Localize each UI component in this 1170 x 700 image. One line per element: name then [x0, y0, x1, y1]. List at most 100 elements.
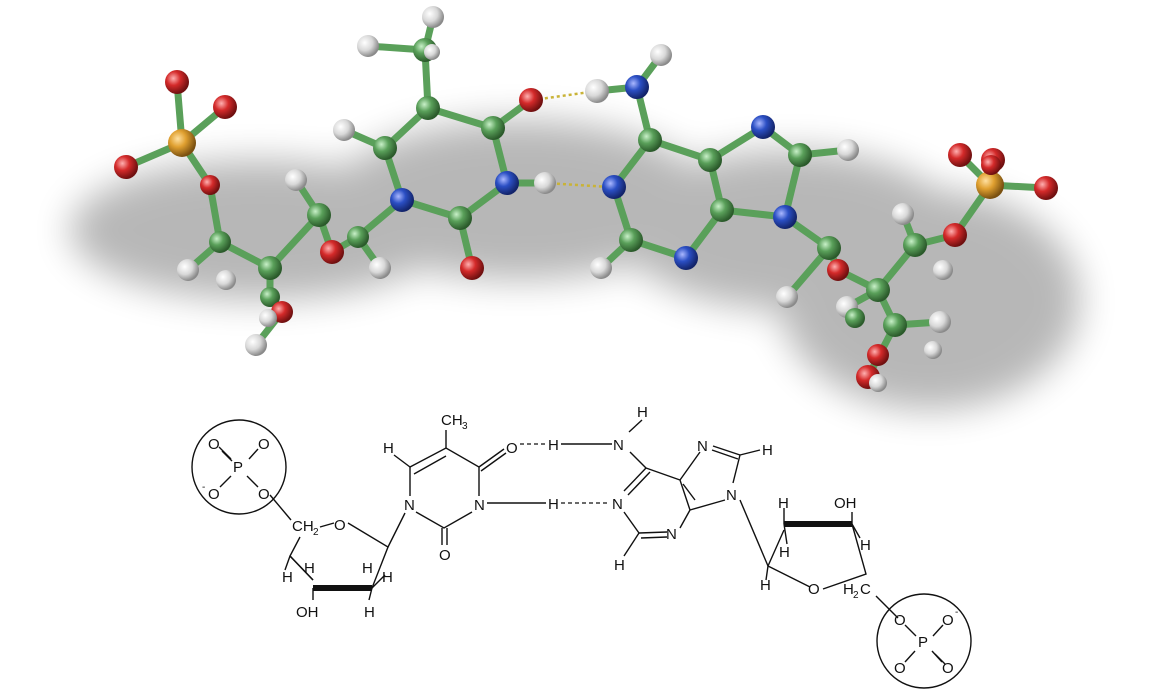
- right-phosphate-O-top-right: O: [942, 612, 954, 629]
- left-sugar-CH2-sub: 2: [313, 527, 319, 538]
- model-atom-carbon: [638, 128, 662, 152]
- model-bond: [266, 211, 323, 272]
- thymine-O2: O: [439, 547, 451, 564]
- right-sugar-CH2-C: C: [860, 581, 871, 598]
- left-sugar-H-c: H: [362, 560, 373, 577]
- adenine-N1: N: [612, 496, 623, 513]
- right-phosphate-circle: [876, 593, 972, 689]
- model-atom-hydrogen: [924, 341, 942, 359]
- model-atom-oxygen: [213, 95, 237, 119]
- model-atom-oxygen: [519, 88, 543, 112]
- thymine-methyl: CH: [441, 412, 463, 429]
- model-atom-hydrogen: [929, 311, 951, 333]
- model-atom-oxygen: [981, 155, 1001, 175]
- model-atom-carbon: [817, 236, 841, 260]
- adenine-imide-H: H: [548, 496, 559, 513]
- adenine-base: H N N N H N H N: [612, 404, 773, 574]
- model-atom-hydrogen: [333, 119, 355, 141]
- left-sugar-H-b: H: [304, 560, 315, 577]
- model-atom-nitrogen: [674, 246, 698, 270]
- left-phosphate-O-bottom-left: O: [208, 486, 220, 503]
- model-atom-oxygen: [948, 143, 972, 167]
- model-atom-hydrogen: [422, 6, 444, 28]
- model-atom-carbon: [619, 228, 643, 252]
- model-atom-carbon: [903, 233, 927, 257]
- model-atom-hydrogen: [776, 286, 798, 308]
- model-atom-hydrogen: [933, 260, 953, 280]
- left-phosphate-P: P: [233, 459, 243, 476]
- left-sugar-CH2: CH: [292, 518, 314, 535]
- model-atom-carbon: [698, 148, 722, 172]
- right-phosphate-group: P O O - O O: [876, 593, 972, 689]
- thymine-N3: N: [474, 497, 485, 514]
- thymine-methyl-sub: 3: [462, 421, 468, 432]
- model-atom-hydrogen: [585, 79, 609, 103]
- right-sugar: H O H OH H H H 2 C: [760, 495, 899, 619]
- model-atom-nitrogen: [495, 171, 519, 195]
- model-atom-carbon: [448, 206, 472, 230]
- model-atom-oxygen: [867, 344, 889, 366]
- right-sugar-H-d: H: [860, 537, 871, 554]
- ball-and-stick-model: [70, 6, 1080, 410]
- model-atom-carbon: [481, 116, 505, 140]
- model-atom-carbon: [416, 96, 440, 120]
- model-atom-hydrogen: [590, 257, 612, 279]
- left-phosphate-group: P O O O - O: [191, 419, 287, 515]
- right-sugar-H-c: H: [779, 544, 790, 561]
- model-atom-hydrogen: [216, 270, 236, 290]
- model-atom-nitrogen: [625, 75, 649, 99]
- model-atom-oxygen: [943, 223, 967, 247]
- left-phosphate-O-top-left: O: [208, 436, 220, 453]
- model-hydrogen-bonds: [532, 89, 611, 189]
- model-atom-oxygen: [460, 256, 484, 280]
- adenine-N9: N: [726, 487, 737, 504]
- model-atom-nitrogen: [390, 188, 414, 212]
- model-atom-oxygen: [165, 70, 189, 94]
- model-atom-hydrogen: [285, 169, 307, 191]
- adenine-H8: H: [762, 442, 773, 459]
- left-sugar-H-d: H: [382, 569, 393, 586]
- adenine-H2: H: [614, 557, 625, 574]
- model-atom-oxygen: [827, 259, 849, 281]
- model-atom-carbon: [209, 231, 231, 253]
- thymine-base: CH 3 H N N O O: [383, 412, 546, 564]
- model-atom-nitrogen: [773, 205, 797, 229]
- left-sugar-ring-O: O: [334, 517, 346, 534]
- left-phosphate-charge: -: [202, 482, 205, 493]
- right-phosphate-O-bottom-right: O: [942, 660, 954, 677]
- model-atom-hydrogen: [650, 44, 672, 66]
- model-atom-hydrogen: [534, 172, 556, 194]
- model-atom-hydrogen: [892, 203, 914, 225]
- model-atom-carbon: [845, 308, 865, 328]
- adenine-N3: N: [666, 526, 677, 543]
- thymine-N1: N: [404, 497, 415, 514]
- right-sugar-OH: OH: [834, 495, 857, 512]
- thymine-O4: O: [506, 440, 518, 457]
- model-atom-hydrogen: [369, 257, 391, 279]
- left-phosphate-O-top-right: O: [258, 436, 270, 453]
- model-atom-carbon: [883, 313, 907, 337]
- model-atom-carbon: [347, 226, 369, 248]
- model-atom-hydrogen: [424, 44, 440, 60]
- structural-formula: P O O O - O CH 2 O H H H H OH H: [191, 404, 972, 689]
- model-atom-carbon: [710, 198, 734, 222]
- adenine-N7: N: [697, 438, 708, 455]
- model-atom-carbon: [260, 287, 280, 307]
- right-sugar-ring-O: O: [808, 581, 820, 598]
- adenine-amine-H-top: H: [637, 404, 648, 421]
- model-atom-hydrogen: [259, 309, 277, 327]
- model-atom-carbon: [258, 256, 282, 280]
- left-sugar-H-a: H: [282, 569, 293, 586]
- model-shadow: [70, 120, 1080, 410]
- model-atom-oxygen: [114, 155, 138, 179]
- left-phosphate-O-bottom-right: O: [258, 486, 270, 503]
- hydrogen-bonds-2d: H H: [520, 437, 612, 513]
- model-atom-carbon: [788, 143, 812, 167]
- model-atom-phosphorus: [168, 129, 196, 157]
- model-atom-nitrogen: [751, 115, 775, 139]
- left-phosphate-circle: [191, 419, 287, 515]
- model-atom-hydrogen: [245, 334, 267, 356]
- model-atom-carbon: [307, 203, 331, 227]
- adenine-amine-H-bond: H: [548, 437, 559, 454]
- right-phosphate-O-top-left: O: [894, 612, 906, 629]
